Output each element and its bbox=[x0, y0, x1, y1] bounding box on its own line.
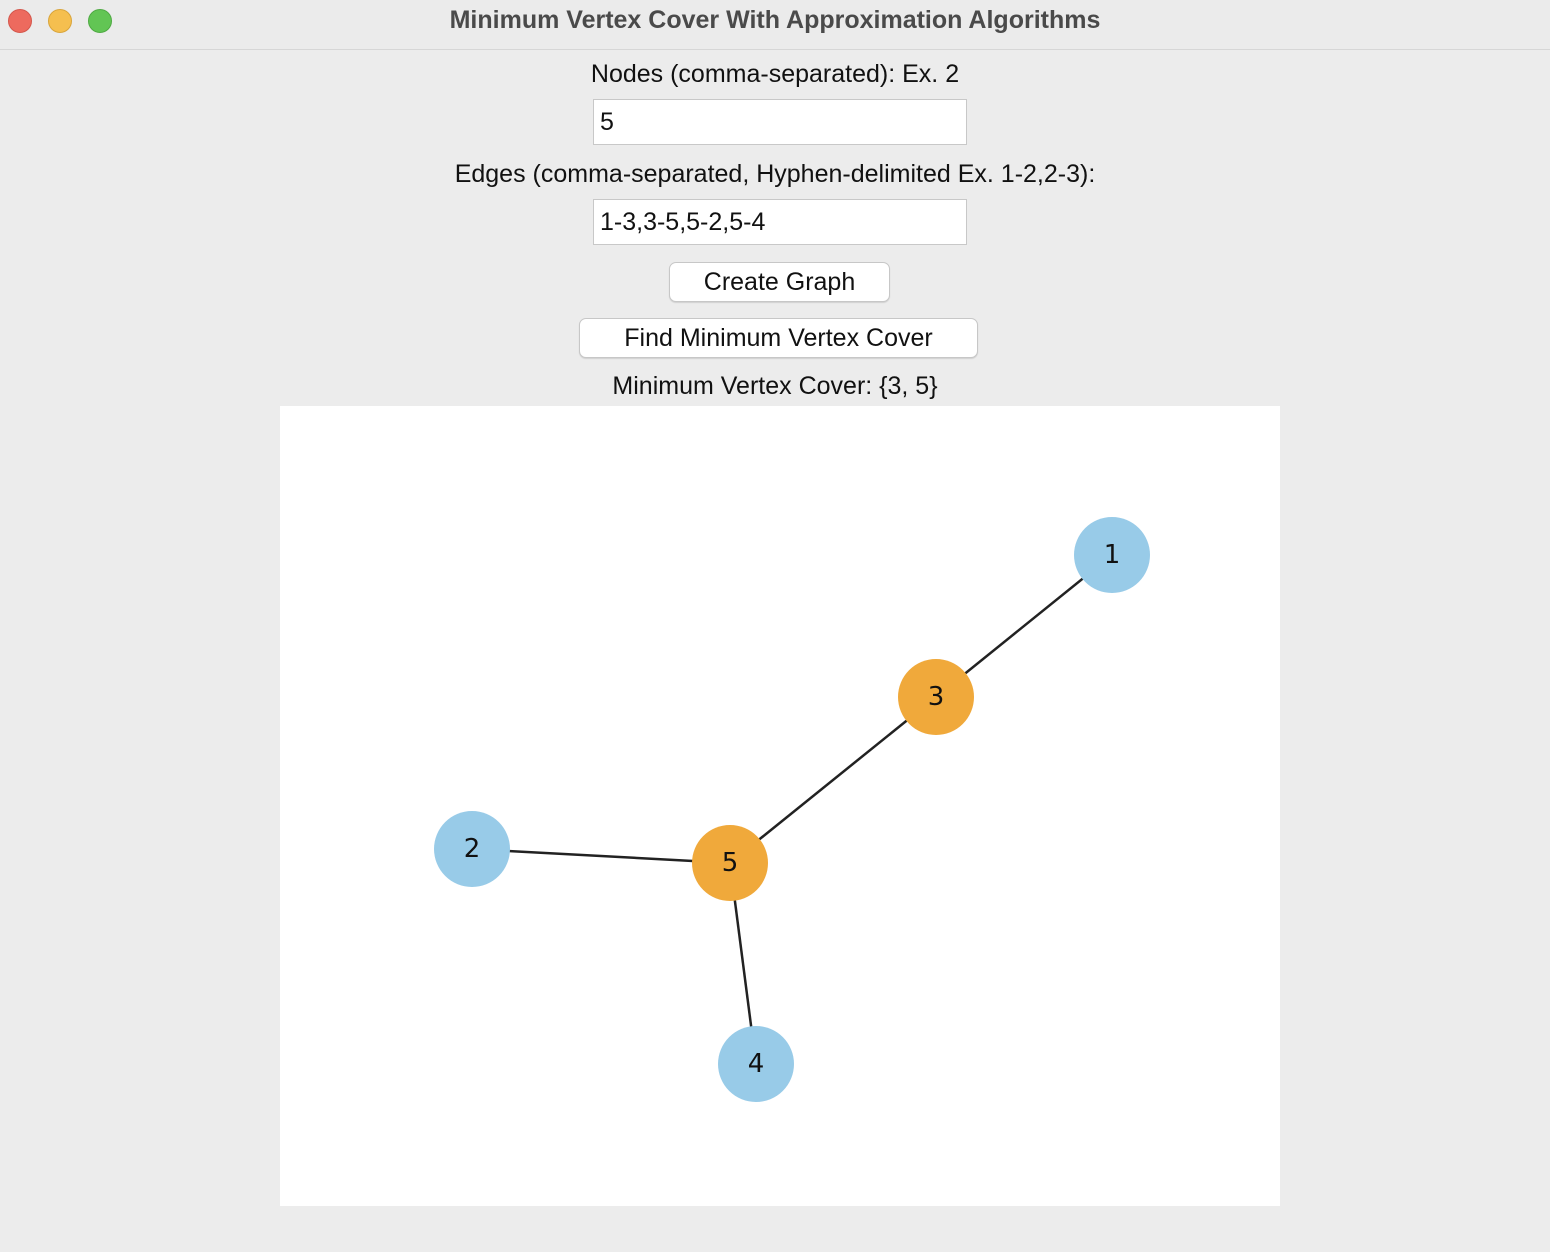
nodes-label: Nodes (comma-separated): Ex. 2 bbox=[590, 60, 960, 88]
graph-edge-3-5 bbox=[729, 696, 937, 864]
create-graph-button[interactable]: Create Graph bbox=[669, 262, 890, 302]
graph-node-4 bbox=[718, 1026, 794, 1102]
graph-plot: 1 2 3 4 5 bbox=[434, 517, 1150, 1102]
graph-node-5 bbox=[692, 825, 768, 901]
graph-node-label-5: 5 bbox=[722, 848, 739, 878]
edges-input[interactable] bbox=[593, 199, 967, 245]
graph-edge-5-2 bbox=[471, 847, 731, 865]
edges-label: Edges (comma-separated, Hyphen-delimited… bbox=[454, 160, 1096, 188]
graph-node-2 bbox=[434, 811, 510, 887]
graph-canvas: 1 2 3 4 5 bbox=[280, 406, 1280, 1206]
graph-node-label-2: 2 bbox=[464, 834, 481, 864]
close-window-button[interactable] bbox=[8, 9, 32, 33]
minimize-window-button[interactable] bbox=[48, 9, 72, 33]
graph-node-label-4: 4 bbox=[748, 1049, 765, 1079]
title-bar: Minimum Vertex Cover With Approximation … bbox=[0, 0, 1550, 50]
result-text: Minimum Vertex Cover: {3, 5} bbox=[612, 372, 938, 400]
find-minimum-vertex-cover-button[interactable]: Find Minimum Vertex Cover bbox=[579, 318, 978, 358]
nodes-input[interactable] bbox=[593, 99, 967, 145]
graph-node-label-1: 1 bbox=[1104, 540, 1121, 570]
graph-node-label-3: 3 bbox=[928, 682, 945, 712]
maximize-window-button[interactable] bbox=[88, 9, 112, 33]
graph-node-3 bbox=[898, 659, 974, 735]
graph-node-1 bbox=[1074, 517, 1150, 593]
window-title: Minimum Vertex Cover With Approximation … bbox=[449, 6, 1101, 34]
